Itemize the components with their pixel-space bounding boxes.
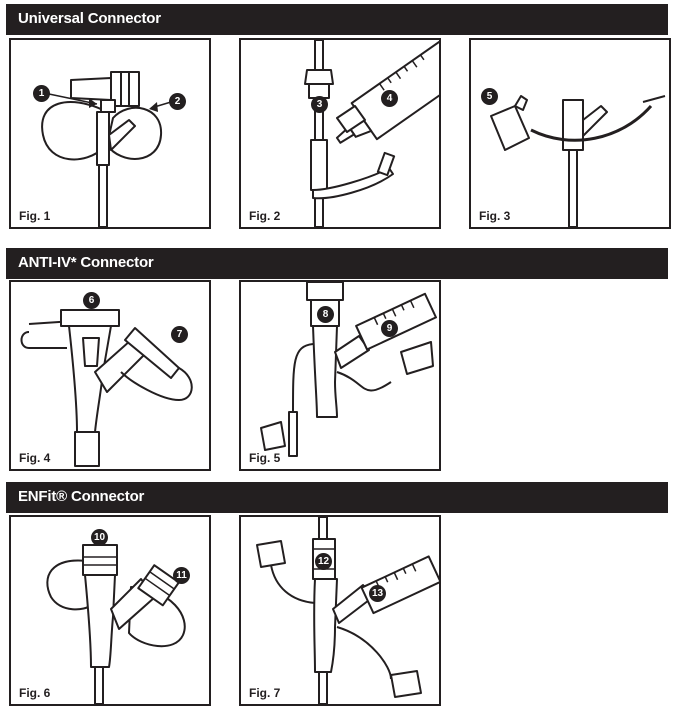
figure-panel-5: 8 9 Fig. 5 <box>239 280 441 471</box>
syringe-into-universal-connector-illustration <box>304 40 439 227</box>
callout-10: 10 <box>91 529 108 546</box>
callout-12: 12 <box>315 553 332 570</box>
callout-11: 11 <box>173 567 190 584</box>
anti-iv-connector-illustration <box>20 309 193 467</box>
callout-1: 1 <box>33 85 50 102</box>
callout-6: 6 <box>83 292 100 309</box>
figure-label: Fig. 7 <box>249 686 281 700</box>
callout-13: 13 <box>369 585 386 602</box>
universal-connector-tethered-illustration <box>490 95 666 227</box>
figure-panel-7: 12 13 Fig. 7 <box>239 515 441 706</box>
enfit-connector-illustration <box>46 544 186 704</box>
figure-panel-4: 6 7 Fig. 4 <box>9 280 211 471</box>
section-header-universal: Universal Connector <box>6 4 668 35</box>
figure-label: Fig. 6 <box>19 686 51 700</box>
callout-3: 3 <box>311 96 328 113</box>
figure-label: Fig. 4 <box>19 451 51 465</box>
anti-iv-syringe-illustration <box>260 282 437 457</box>
figure-label: Fig. 1 <box>19 209 51 223</box>
callout-7: 7 <box>171 326 188 343</box>
callout-8: 8 <box>317 306 334 323</box>
figure-panel-2: 3 4 Fig. 2 <box>239 38 441 229</box>
callout-2: 2 <box>169 93 186 110</box>
section-title: Universal Connector <box>18 10 161 27</box>
callout-5: 5 <box>481 88 498 105</box>
figure-panel-3: 5 Fig. 3 <box>469 38 671 229</box>
figure-label: Fig. 3 <box>479 209 511 223</box>
section-title: ENFit® Connector <box>18 488 145 505</box>
figure-label: Fig. 2 <box>249 209 281 223</box>
figure-label: Fig. 5 <box>249 451 281 465</box>
section-title: ANTI-IV* Connector <box>18 254 154 271</box>
enfit-syringe-illustration <box>256 517 439 704</box>
callout-9: 9 <box>381 320 398 337</box>
figure-panel-6: 10 11 Fig. 6 <box>9 515 211 706</box>
section-header-enfit: ENFit® Connector <box>6 482 668 513</box>
figure-panel-1: 1 2 Fig. 1 <box>9 38 211 229</box>
callout-4: 4 <box>381 90 398 107</box>
universal-connector-caps-illustration <box>41 71 172 227</box>
section-header-anti-iv: ANTI-IV* Connector <box>6 248 668 279</box>
